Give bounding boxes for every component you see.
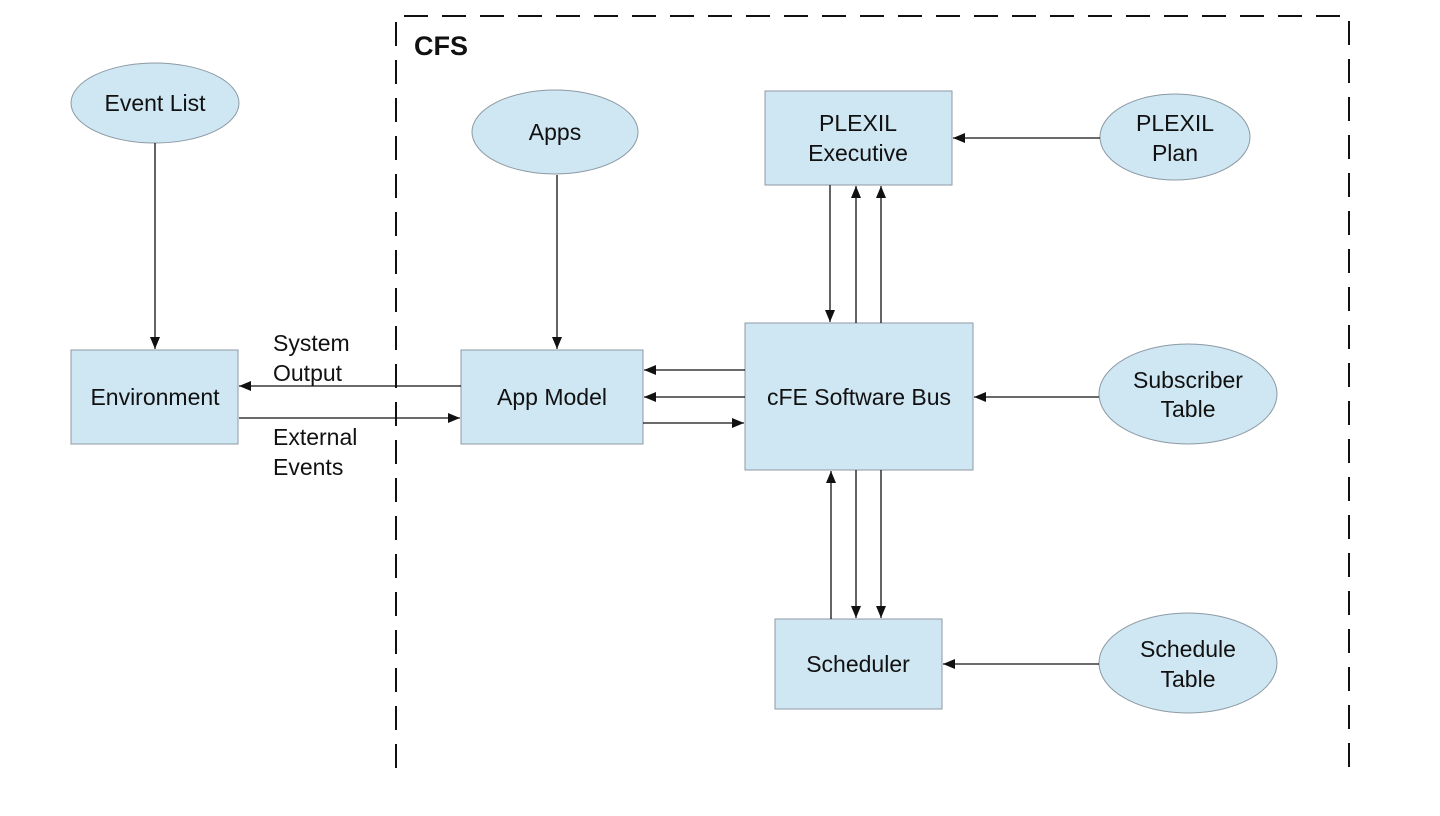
environment-label: Environment [90,384,220,410]
external-events-label-line1: External [273,424,357,450]
schedule-table-node: Schedule Table [1098,612,1278,714]
plexil-executive-label-line1: PLEXIL [819,110,897,136]
apps-node: Apps [471,89,639,175]
subscriber-table-label-line1: Subscriber [1133,367,1243,393]
app-model-node: App Model [460,349,644,445]
external-events-label-line2: Events [273,454,343,480]
plexil-executive-label-line2: Executive [808,140,908,166]
system-output-label-line2: Output [273,360,343,386]
system-output-label-line1: System [273,330,350,356]
software-bus-node: cFE Software Bus [744,322,974,471]
schedule-table-label-line2: Table [1161,666,1216,692]
schedule-table-label-line1: Schedule [1140,636,1236,662]
cfs-boundary [395,15,1350,772]
subscriber-table-node: Subscriber Table [1098,343,1278,445]
scheduler-label: Scheduler [806,651,910,677]
scheduler-node: Scheduler [774,618,943,710]
plexil-executive-node: PLEXIL Executive [764,90,953,186]
plexil-plan-label-line1: PLEXIL [1136,110,1214,136]
cfs-label: CFS [414,31,468,61]
subscriber-table-label-line2: Table [1161,396,1216,422]
apps-label: Apps [529,119,581,145]
event-list-label: Event List [105,90,207,116]
environment-node: Environment [70,349,239,445]
software-bus-label: cFE Software Bus [767,384,951,410]
app-model-label: App Model [497,384,607,410]
plexil-plan-node: PLEXIL Plan [1099,93,1251,181]
event-list-node: Event List [70,62,240,144]
plexil-plan-label-line2: Plan [1152,140,1198,166]
